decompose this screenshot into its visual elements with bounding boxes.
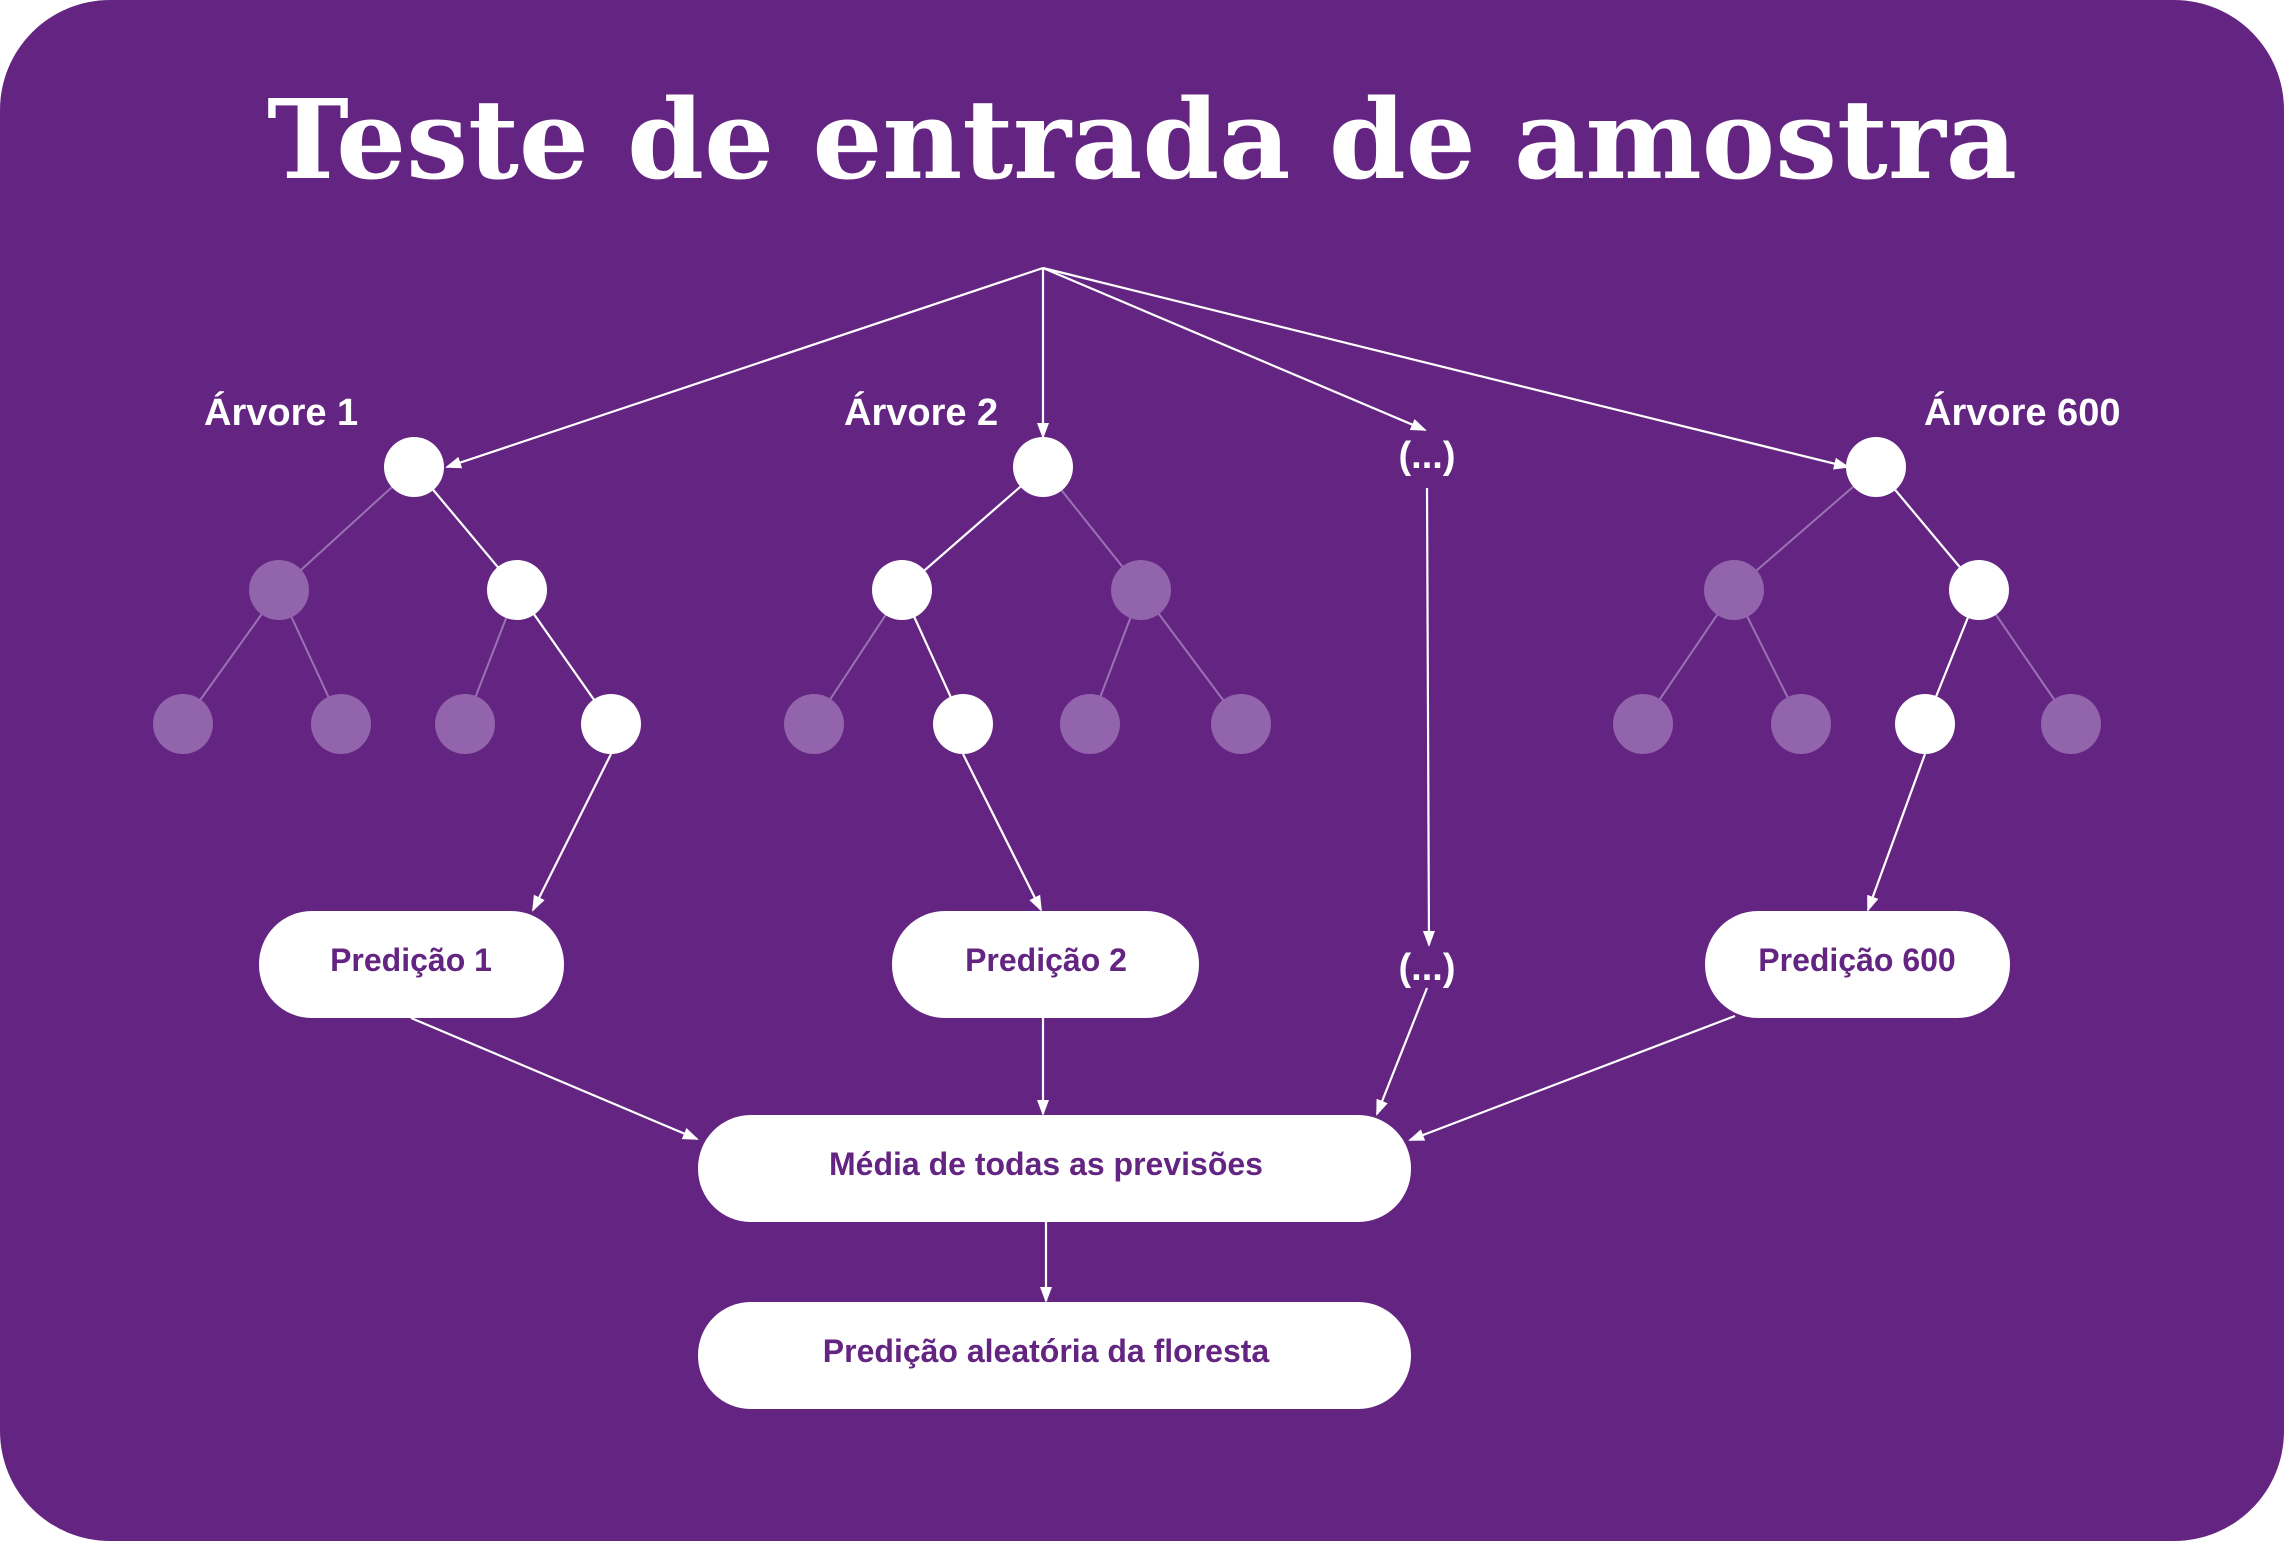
prediction-to-aggregate-arrows bbox=[410, 987, 1736, 1142]
input-arrows bbox=[445, 266, 1850, 470]
leaf-arrow-tree-600 bbox=[1866, 753, 1927, 912]
tree-label-2: Árvore 2 bbox=[844, 390, 998, 434]
input-arrow-ellipsis bbox=[1042, 266, 1427, 432]
tree-label-600: Árvore 600 bbox=[1924, 390, 2120, 434]
tree-node bbox=[1613, 694, 1673, 754]
prediction-box-600 bbox=[1705, 911, 2010, 1018]
tree-2 bbox=[784, 437, 1271, 754]
tree-node bbox=[1111, 560, 1171, 620]
aggregate-arrow-600 bbox=[1408, 1014, 1736, 1142]
tree-node bbox=[249, 560, 309, 620]
input-arrow-tree-600 bbox=[1042, 266, 1850, 470]
tree-edge bbox=[901, 466, 1044, 591]
tree-600 bbox=[1613, 437, 2101, 754]
tree-node bbox=[1013, 437, 1073, 497]
tree-node bbox=[1704, 560, 1764, 620]
tree-node bbox=[435, 694, 495, 754]
tree-node bbox=[581, 694, 641, 754]
prediction-label-600: Predição 600 bbox=[1758, 942, 1955, 978]
leaf-arrow-tree-2 bbox=[962, 753, 1042, 912]
tree-label-ellipsis: (...) bbox=[1399, 435, 1456, 477]
tree-node bbox=[153, 694, 213, 754]
leaf-to-prediction-arrows bbox=[532, 487, 1927, 947]
tree-edge bbox=[1733, 466, 1877, 591]
tree-node bbox=[1211, 694, 1271, 754]
final-label: Predição aleatória da floresta bbox=[823, 1333, 1270, 1369]
tree-node bbox=[1949, 560, 2009, 620]
tree-node bbox=[1771, 694, 1831, 754]
leaf-arrow-tree-1 bbox=[532, 753, 612, 912]
aggregate-box bbox=[698, 1115, 1411, 1222]
tree-node bbox=[2041, 694, 2101, 754]
tree-edge bbox=[278, 466, 415, 591]
tree-node bbox=[1060, 694, 1120, 754]
tree-node bbox=[487, 560, 547, 620]
leaf-arrow-ellipsis bbox=[1422, 487, 1435, 947]
tree-node bbox=[311, 694, 371, 754]
tree-node bbox=[784, 694, 844, 754]
prediction-box-2 bbox=[892, 911, 1199, 1018]
tree-node bbox=[933, 694, 993, 754]
final-box bbox=[698, 1302, 1411, 1409]
prediction-label-ellipsis: (...) bbox=[1399, 947, 1456, 989]
diagram-title: Teste de entrada de amostra bbox=[267, 75, 2017, 204]
tree-node bbox=[872, 560, 932, 620]
aggregate-arrow-1 bbox=[410, 1016, 699, 1141]
aggregate-arrow-ellipsis bbox=[1375, 987, 1429, 1116]
aggregate-label: Média de todas as previsões bbox=[829, 1146, 1263, 1182]
tree-node bbox=[1895, 694, 1955, 754]
tree-node bbox=[384, 437, 444, 497]
tree-1 bbox=[153, 437, 641, 754]
prediction-box-1 bbox=[259, 911, 564, 1018]
prediction-label-1: Predição 1 bbox=[330, 942, 492, 978]
input-arrow-tree-1 bbox=[445, 266, 1044, 469]
tree-label-1: Árvore 1 bbox=[204, 390, 358, 434]
prediction-label-2: Predição 2 bbox=[965, 942, 1127, 978]
tree-node bbox=[1846, 437, 1906, 497]
